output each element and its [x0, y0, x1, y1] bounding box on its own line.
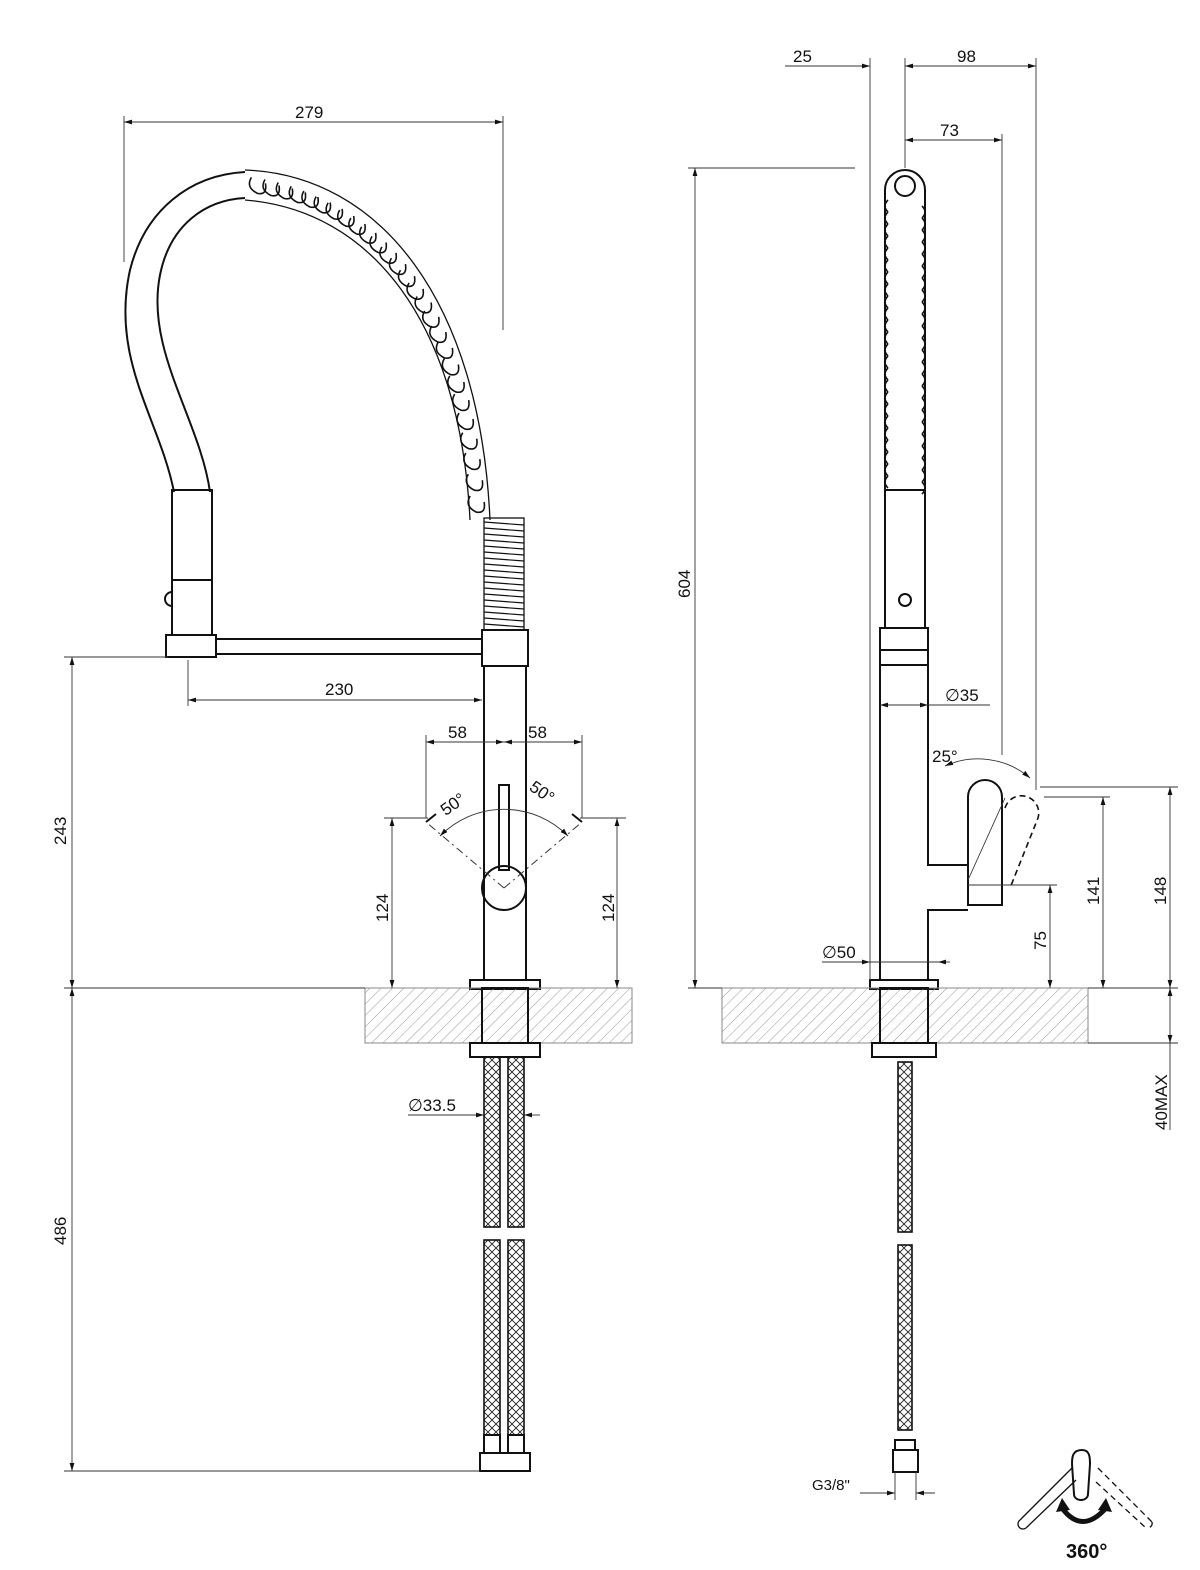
- side-view: 25° 25 98 73 604 ∅35 ∅50 75: [675, 47, 1178, 1500]
- dim-label-98: 98: [957, 47, 976, 66]
- rotation-label: 360°: [1066, 1541, 1107, 1563]
- dim-label-50: ∅50: [822, 943, 856, 962]
- lock-nut: [469, 1042, 541, 1058]
- side-supply-hose: [897, 1061, 913, 1233]
- side-body-column: [879, 665, 968, 980]
- side-lever-tilted: [1004, 795, 1040, 889]
- dim-label-124-right: 124: [599, 894, 618, 922]
- dim-label-148: 148: [1151, 877, 1170, 905]
- angle-label-right: 50°: [526, 777, 558, 807]
- dim-label-35: ∅35: [945, 686, 979, 705]
- rotate-arrow-icon: [1059, 1506, 1108, 1524]
- lever-knob: [481, 865, 527, 911]
- pull-down-hose-inner: [156, 197, 246, 493]
- rotation-360-icon: 360°: [1017, 1448, 1153, 1563]
- supply-hose-right: [507, 1056, 525, 1228]
- dim-label-73: 73: [940, 121, 959, 140]
- dim-label-40max: 40MAX: [1152, 1074, 1171, 1130]
- dim-label-230: 230: [325, 680, 353, 699]
- dim-label-279: 279: [295, 103, 323, 122]
- side-spout-loop: [884, 169, 926, 490]
- side-lever: [967, 779, 1003, 906]
- dim-label-25: 25: [793, 47, 812, 66]
- angle-label-left: 50°: [437, 789, 469, 819]
- spray-button-icon: [164, 591, 173, 607]
- dim-label-58-right: 58: [528, 723, 547, 742]
- dim-label-243: 243: [51, 817, 70, 845]
- dim-label-604: 604: [675, 570, 694, 598]
- dim-label-486: 486: [51, 1217, 70, 1245]
- dim-label-141: 141: [1084, 877, 1103, 905]
- hand-spray: [171, 489, 213, 636]
- spring-coil: [248, 176, 486, 514]
- dim-label-33-5: ∅33.5: [408, 1096, 456, 1115]
- countertop-section: [364, 987, 633, 1044]
- dim-label-g3-8: G3/8": [812, 1477, 850, 1494]
- dim-label-25-deg: 25°: [932, 747, 958, 766]
- side-hand-spray: [884, 489, 926, 629]
- front-view: 50° 50° 279 230 243 58 58 124: [51, 103, 633, 1472]
- side-countertop-section: [721, 987, 1089, 1044]
- lever-icon: [1070, 1448, 1092, 1501]
- dim-label-58-left: 58: [448, 723, 467, 742]
- dim-label-124-left: 124: [373, 894, 392, 922]
- pull-down-hose-outer: [124, 171, 246, 493]
- spout-collar: [481, 629, 529, 667]
- side-spring-coil: [884, 199, 926, 495]
- dim-label-75: 75: [1031, 931, 1050, 950]
- hose-fitting: [479, 1452, 531, 1472]
- lever-handle: [498, 784, 510, 871]
- supply-hose-left: [483, 1056, 501, 1228]
